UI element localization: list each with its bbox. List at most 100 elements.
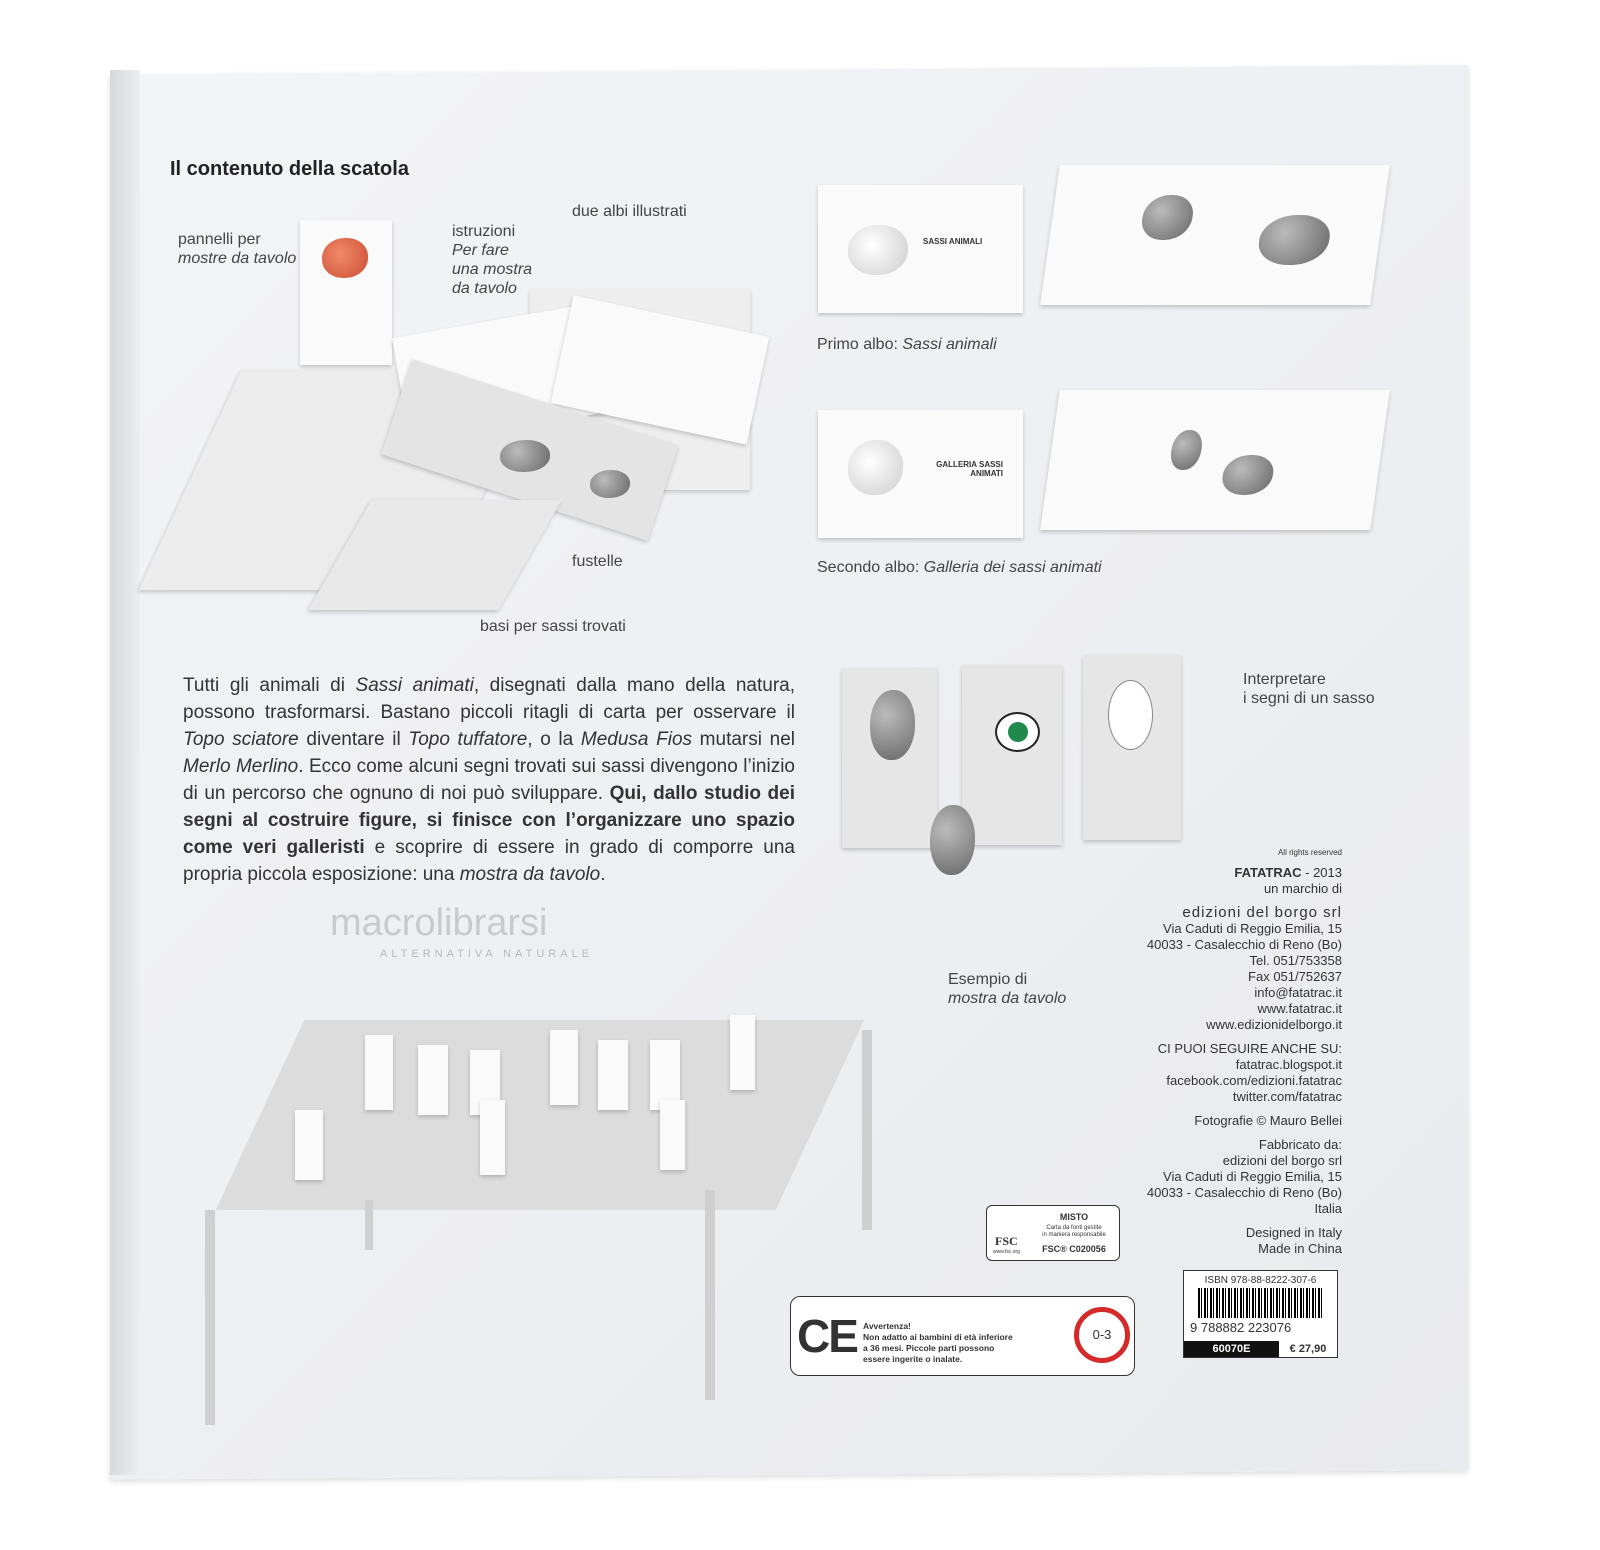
text-fragment: i segni di un sasso bbox=[1243, 690, 1375, 707]
safety-warning-label: CE Avvertenza!Non adatto ai bambini di e… bbox=[790, 1296, 1135, 1376]
text-fragment: istruzioni bbox=[452, 223, 516, 240]
text-fragment: 40033 - Casalecchio di Reno (Bo) bbox=[1146, 1185, 1342, 1200]
watermark-logo: macrolibrarsi bbox=[330, 902, 548, 944]
text-fragment: All rights reserved bbox=[1277, 848, 1342, 857]
text-fragment: una mostra bbox=[452, 261, 533, 278]
text-fragment: Avvertenza! bbox=[863, 1321, 911, 1331]
text-fragment: pannelli per bbox=[178, 231, 261, 248]
text-fragment: Interpretare bbox=[1243, 671, 1326, 688]
callout-books: due albi illustrati bbox=[572, 203, 687, 220]
text-fragment: www.edizionidelborgo.it bbox=[1206, 1017, 1342, 1032]
text-fragment: fatatrac.blogspot.it bbox=[1235, 1057, 1342, 1072]
text-fragment: a 36 mesi. Piccole parti possono bbox=[863, 1343, 995, 1353]
text-fragment: Galleria dei sassi animati bbox=[923, 559, 1102, 576]
text-fragment: FATATRAC bbox=[1234, 865, 1302, 880]
stone-image bbox=[848, 225, 908, 275]
photo-panel bbox=[962, 665, 1062, 845]
photo-panel bbox=[730, 1015, 755, 1090]
no-children-under-3-icon: 0-3 bbox=[1074, 1307, 1130, 1363]
text-fragment: da tavolo bbox=[452, 280, 517, 297]
text-fragment: un marchio di bbox=[1263, 881, 1342, 896]
text-fragment: SASSI ANIMALI bbox=[923, 237, 983, 246]
text-fragment: Fotografie © Mauro Bellei bbox=[1194, 1113, 1342, 1128]
stone-image bbox=[1168, 430, 1205, 470]
first-album-caption: Primo albo: Sassi animali bbox=[817, 335, 997, 354]
text-fragment: FSC® C020056 bbox=[1042, 1244, 1106, 1254]
second-album-cover: GALLERIA SASSI ANIMATI bbox=[818, 410, 1023, 538]
text-fragment: mostra da tavolo bbox=[459, 864, 601, 885]
text-fragment: Tutti gli animali di bbox=[183, 675, 356, 696]
photo-panel bbox=[550, 1030, 578, 1105]
photo-panel bbox=[598, 1040, 628, 1110]
text-fragment: mostre da tavolo bbox=[178, 250, 297, 267]
text-fragment: , disegnati dalla mano della natura, pos… bbox=[183, 675, 795, 723]
fsc-logo: FSC bbox=[995, 1234, 1018, 1248]
text-fragment: mutarsi nel bbox=[692, 729, 795, 750]
text-fragment: 9 bbox=[1190, 1320, 1198, 1335]
text-fragment: Esempio di bbox=[948, 971, 1028, 988]
text-fragment: 9 788882 223076 bbox=[1184, 1320, 1337, 1335]
photo-panel bbox=[418, 1045, 448, 1115]
first-album-cover: SASSI ANIMALI bbox=[818, 185, 1023, 313]
text-fragment: - 2013 bbox=[1301, 865, 1342, 880]
barcode-label: ISBN 978-88-8222-307-6 9 788882 223076 6… bbox=[1183, 1270, 1338, 1358]
stone-image bbox=[1220, 455, 1276, 495]
text-fragment: diventare il bbox=[298, 729, 409, 750]
text-fragment: Sassi animati bbox=[355, 675, 474, 696]
text-fragment bbox=[1108, 680, 1153, 750]
text-fragment: , o la bbox=[527, 729, 581, 750]
text-fragment: Qui, dallo studio dei segni al costruire… bbox=[183, 783, 795, 858]
photo-panel bbox=[660, 1100, 685, 1170]
text-fragment: Topo tuffatore bbox=[408, 729, 528, 750]
callout-diecuts: fustelle bbox=[572, 553, 623, 570]
text-fragment: Italia bbox=[1314, 1201, 1342, 1216]
photo-panel bbox=[480, 1100, 505, 1175]
text-fragment: Secondo albo: bbox=[817, 559, 924, 576]
text-fragment bbox=[995, 712, 1040, 752]
second-album-open bbox=[1040, 390, 1390, 530]
stone-image bbox=[848, 440, 903, 495]
callout-interpret: Interpretare i segni di un sasso bbox=[1243, 670, 1375, 708]
text-fragment: Fax 051/752637 bbox=[1248, 969, 1342, 984]
text-fragment bbox=[862, 1030, 872, 1230]
text-fragment: 788882 223076 bbox=[1200, 1320, 1292, 1335]
text-fragment: CI PUOI SEGUIRE ANCHE SU: bbox=[1157, 1041, 1342, 1056]
text-fragment: Carta da fonti gestite bbox=[1046, 1225, 1102, 1231]
text-fragment: GALLERIA SASSI ANIMATI bbox=[936, 460, 1003, 478]
text-fragment: edizioni del borgo srl bbox=[1182, 904, 1342, 921]
callout-panels: pannelli per mostre da tavolo bbox=[178, 230, 296, 268]
text-fragment: twitter.com/fatatrac bbox=[1232, 1089, 1342, 1104]
text-fragment: Fabbricato da: bbox=[1258, 1137, 1342, 1152]
stone-image bbox=[870, 690, 915, 760]
text-fragment: 0-3 bbox=[1092, 1327, 1112, 1342]
box-edge bbox=[110, 70, 140, 1475]
text-fragment: Topo sciatore bbox=[183, 729, 299, 750]
text-fragment: Non adatto ai bambini di età inferiore bbox=[863, 1332, 1013, 1342]
text-fragment: facebook.com/edizioni.fatatrac bbox=[1166, 1073, 1342, 1088]
text-fragment: Via Caduti di Reggio Emilia, 15 bbox=[1163, 921, 1342, 936]
second-album-caption: Secondo albo: Galleria dei sassi animati bbox=[817, 558, 1102, 577]
text-fragment: Tel. 051/753358 bbox=[1249, 953, 1342, 968]
text-fragment: Via Caduti di Reggio Emilia, 15 bbox=[1163, 1169, 1342, 1184]
text-fragment bbox=[1007, 722, 1028, 742]
text-fragment: info@fatatrac.it bbox=[1254, 985, 1342, 1000]
photo-panel bbox=[650, 1040, 680, 1110]
photo-panel bbox=[365, 1035, 393, 1110]
text-fragment: Designed in Italy bbox=[1245, 1225, 1342, 1240]
text-fragment: FATATRAC - 2013 bbox=[1130, 865, 1342, 881]
ce-mark: CE bbox=[797, 1310, 859, 1362]
text-fragment: . bbox=[600, 864, 606, 885]
stone-image bbox=[1139, 195, 1196, 240]
stone-image bbox=[1255, 215, 1333, 265]
text-fragment: essere ingerite o inalate. bbox=[863, 1354, 963, 1364]
stone-image bbox=[322, 238, 368, 278]
text-fragment: in maniera responsabile bbox=[1042, 1232, 1106, 1238]
text-fragment: www.fatatrac.it bbox=[1257, 1001, 1342, 1016]
text-fragment: e scoprire di essere in grado di comporr… bbox=[183, 837, 795, 885]
text-fragment: www.fsc.org bbox=[993, 1249, 1020, 1255]
text-fragment: 40033 - Casalecchio di Reno (Bo) bbox=[1146, 937, 1342, 952]
text-fragment: . Ecco come alcuni segni trovati sui sas… bbox=[183, 756, 795, 804]
